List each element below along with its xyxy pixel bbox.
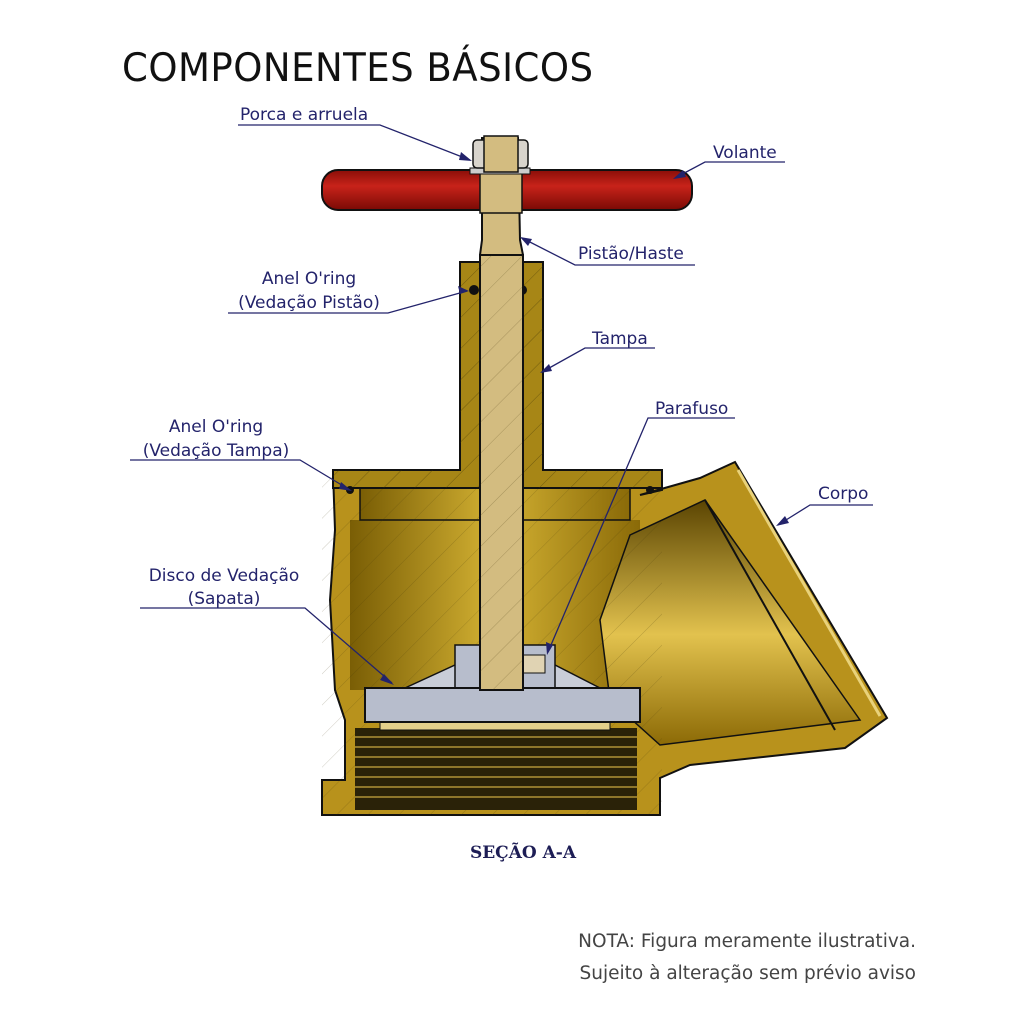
label-corpo: Corpo — [818, 484, 868, 504]
leader-lines — [130, 124, 873, 685]
page-title: COMPONENTES BÁSICOS — [122, 46, 594, 91]
label-oring-pistao-1: Anel O'ring — [262, 269, 356, 289]
label-pistao: Pistão/Haste — [578, 244, 684, 264]
label-oring-pistao-2: (Vedação Pistão) — [238, 293, 380, 313]
handwheel — [321, 167, 693, 214]
note-line-1: NOTA: Figura meramente ilustrativa. — [578, 931, 916, 952]
label-disco-1: Disco de Vedação — [149, 566, 300, 586]
labels: Porca e arruela Volante Pistão/Haste Ane… — [143, 105, 869, 609]
oring-stem — [469, 285, 479, 295]
nut-washer — [469, 135, 531, 175]
label-tampa: Tampa — [591, 329, 648, 349]
label-oring-tampa-1: Anel O'ring — [169, 417, 263, 437]
stem — [479, 137, 524, 691]
label-oring-tampa-2: (Vedação Tampa) — [143, 441, 290, 461]
label-parafuso: Parafuso — [655, 399, 728, 419]
bottom-threads — [355, 721, 637, 810]
label-volante: Volante — [713, 143, 777, 163]
section-label: SEÇÃO A-A — [469, 843, 577, 863]
note-line-2: Sujeito à alteração sem prévio aviso — [579, 963, 916, 984]
label-disco-2: (Sapata) — [188, 589, 261, 609]
label-porca: Porca e arruela — [240, 105, 368, 125]
